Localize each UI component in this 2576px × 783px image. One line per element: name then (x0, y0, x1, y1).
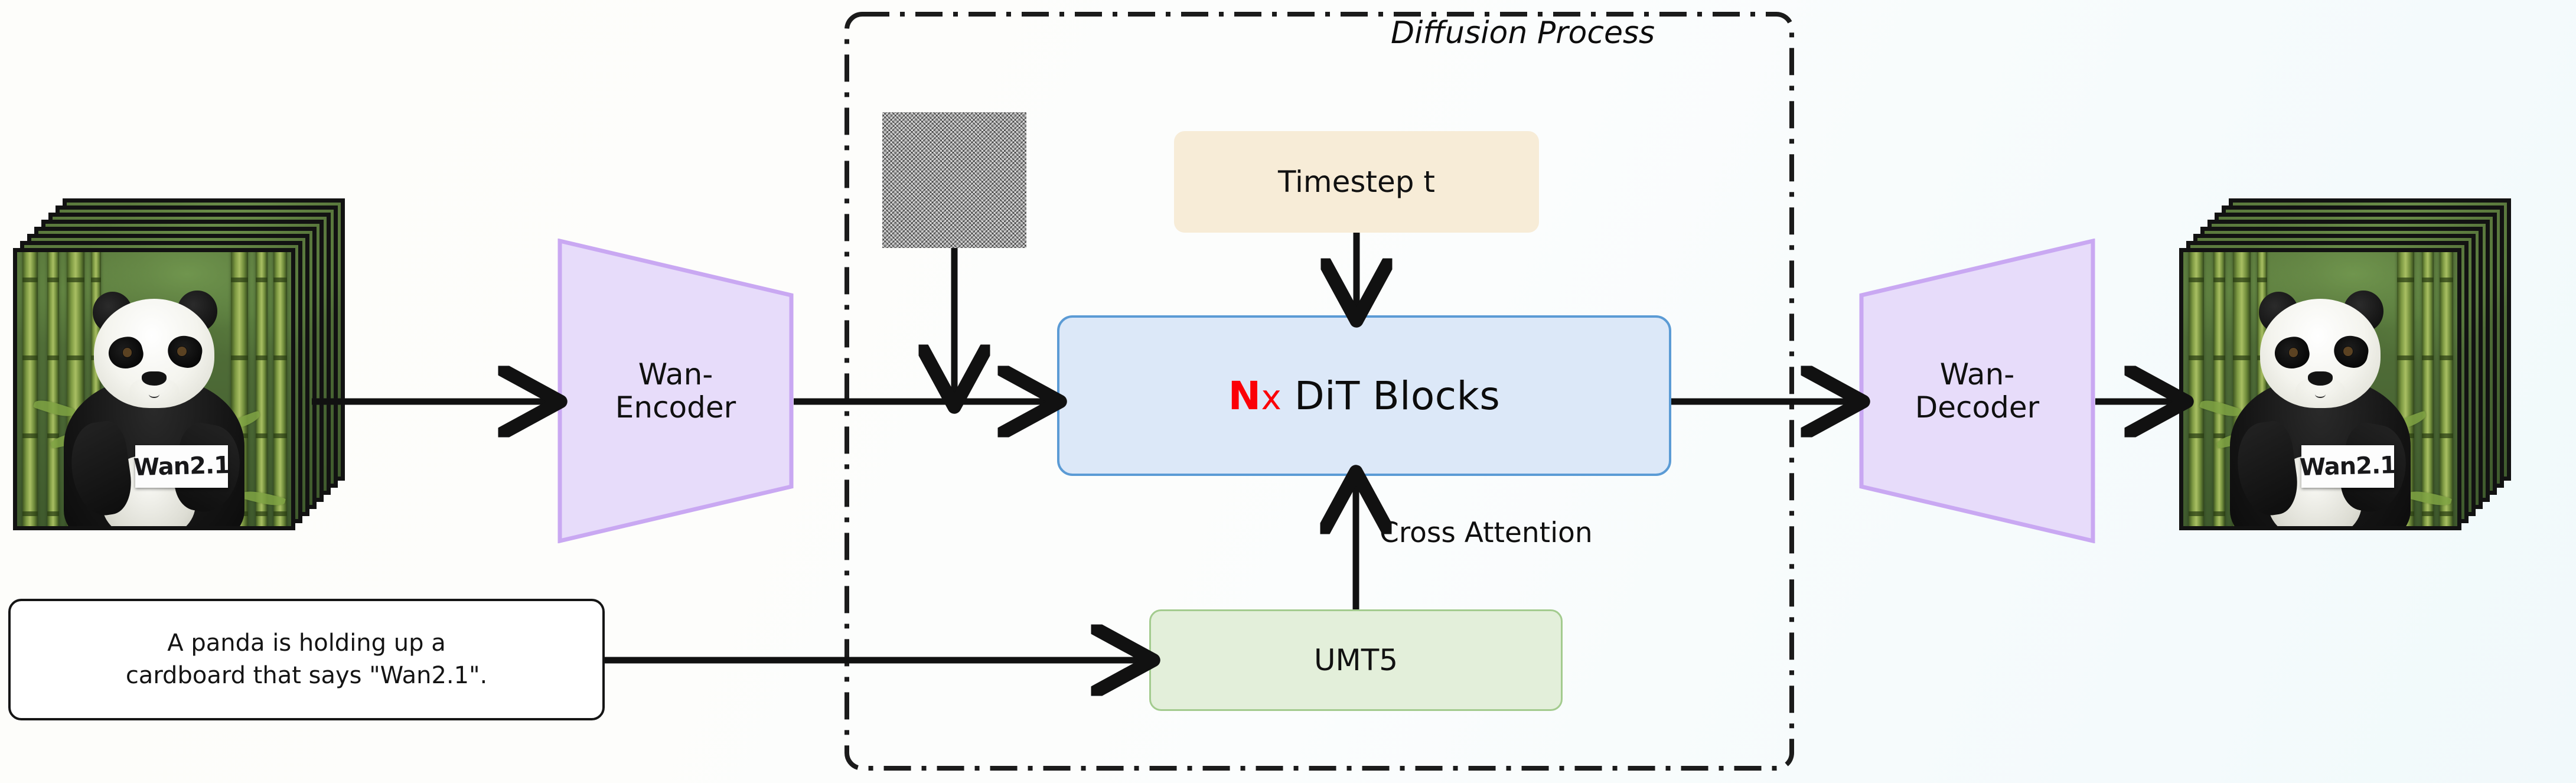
wan-sign-text: Wan2.1 (2299, 451, 2396, 482)
wan-sign: Wan2.1 (2299, 445, 2396, 488)
gaussian-noise-latent (882, 112, 1026, 248)
dit-blocks-text: DiT Blocks (1294, 373, 1501, 419)
timestep-block[interactable]: Timestep t (1174, 131, 1539, 233)
output-video-frame-stack: Wan2.1 (2179, 198, 2511, 553)
wan-sign: Wan2.1 (133, 445, 230, 488)
wan-sign-text: Wan2.1 (133, 451, 230, 482)
frame-layer-front: Wan2.1 (2179, 248, 2461, 530)
panda-illustration: Wan2.1 (17, 252, 291, 526)
umt5-label: UMT5 (1313, 643, 1398, 677)
trapezoid-shape (557, 239, 794, 543)
prompt-line-2: cardboard that says "Wan2.1". (125, 662, 488, 689)
dit-times-symbol: x (1261, 377, 1282, 417)
panda-illustration: Wan2.1 (2183, 252, 2457, 526)
frame-layer-front: Wan2.1 (13, 248, 295, 530)
diffusion-process-title: Diffusion Process (1391, 15, 1655, 51)
prompt-line-1: A panda is holding up a (167, 629, 446, 657)
cross-attention-label: Cross Attention (1380, 517, 1593, 549)
dit-blocks-block[interactable]: Nx DiT Blocks (1057, 315, 1671, 476)
text-prompt-box[interactable]: A panda is holding up a cardboard that s… (8, 599, 605, 720)
trapezoid-shape (1859, 239, 2095, 543)
wan-decoder-block[interactable]: Wan- Decoder (1859, 239, 2095, 543)
wan-encoder-block[interactable]: Wan- Encoder (557, 239, 794, 543)
umt5-text-encoder-block[interactable]: UMT5 (1149, 609, 1563, 711)
dit-block-count: N (1228, 373, 1261, 419)
input-video-frame-stack: Wan2.1 (13, 198, 345, 553)
timestep-label: Timestep t (1277, 165, 1435, 199)
dit-blocks-label: Nx DiT Blocks (1228, 373, 1500, 419)
